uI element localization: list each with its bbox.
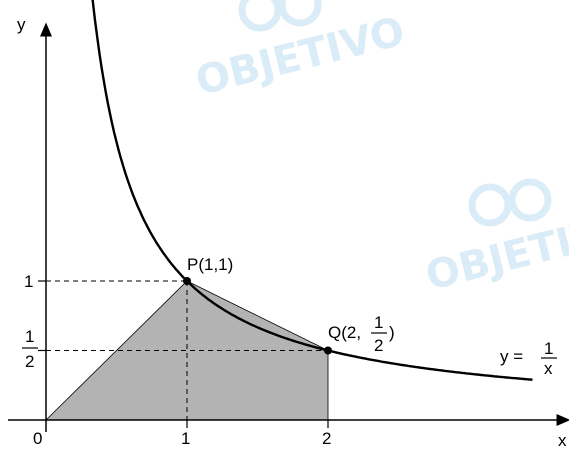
y-tick-label-half: 1 2: [22, 327, 38, 371]
point-q-label-prefix: Q(2,: [328, 323, 361, 342]
y-tick-half-denominator: 2: [25, 352, 34, 371]
point-q-label-suffix: ): [389, 323, 395, 342]
curve-label-denominator: x: [544, 359, 553, 378]
point-q: [324, 346, 332, 355]
watermark-icon-2: [468, 178, 552, 227]
curve-reciprocal: [91, 0, 533, 381]
watermark-icon-1: [238, 0, 322, 32]
watermark-logo-2: OBJETIVO: [421, 204, 569, 300]
y-tick-label-1: 1: [24, 272, 33, 291]
x-axis-label: x: [558, 431, 567, 449]
curve-label-prefix: y =: [500, 347, 523, 366]
point-p: [183, 277, 191, 285]
origin-label: 0: [33, 429, 42, 448]
curve-label-numerator: 1: [544, 339, 553, 358]
y-axis-arrow: [40, 22, 52, 37]
point-q-label: Q(2, 1 2 ): [328, 313, 395, 355]
y-axis-label: y: [17, 15, 26, 34]
point-q-label-numerator: 1: [374, 313, 383, 332]
curve-label: y = 1 x: [500, 339, 557, 378]
point-p-label: P(1,1): [187, 255, 233, 274]
y-tick-half-numerator: 1: [25, 327, 34, 346]
x-tick-label-1: 1: [181, 429, 190, 448]
point-q-label-denominator: 2: [374, 336, 383, 355]
svg-text:OBJETIVO: OBJETIVO: [421, 204, 569, 300]
x-tick-label-2: 2: [322, 429, 331, 448]
x-axis-arrow: [556, 414, 569, 426]
